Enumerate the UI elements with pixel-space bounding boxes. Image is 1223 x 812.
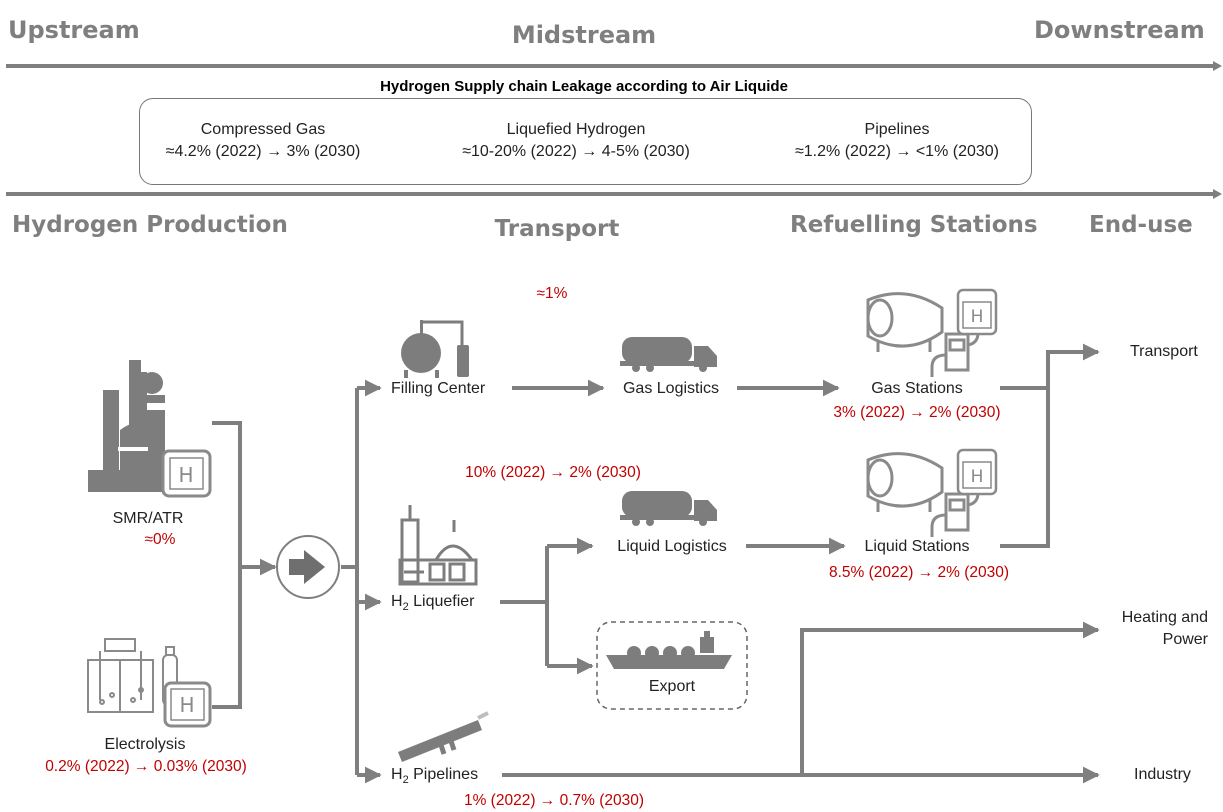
svg-text:H: H xyxy=(178,463,193,487)
liquefier-rest: Liquefier xyxy=(408,593,475,610)
tanker-truck-icon xyxy=(620,491,717,526)
section-enduse: End-use xyxy=(1089,212,1193,238)
enduse-industry-label: Industry xyxy=(1134,766,1191,783)
stage-upstream: Upstream xyxy=(8,16,140,44)
flow-lines xyxy=(212,343,1100,784)
leak-summary-liquefied: Liquefied Hydrogen ≈10-20% (2022) → 4-5%… xyxy=(462,119,690,163)
hydrogen-badge-icon: H xyxy=(956,448,998,496)
filling-center-label: Filling Center xyxy=(391,380,486,397)
tanker-truck-icon xyxy=(620,337,717,372)
summary-value: ≈4.2% (2022) → 3% (2030) xyxy=(165,143,361,160)
pipelines-sub: 2 xyxy=(402,774,409,787)
svg-text:H: H xyxy=(971,307,984,327)
heating-line1: Heating and xyxy=(1121,609,1208,626)
filling-center-leak: ≈1% xyxy=(536,285,568,302)
summary-value: ≈1.2% (2022) → <1% (2030) xyxy=(795,143,999,160)
leakage-summary-box xyxy=(139,98,1032,185)
production-collector-line xyxy=(212,421,242,709)
banner-title: Hydrogen Supply chain Leakage according … xyxy=(380,78,788,95)
stage-midstream: Midstream xyxy=(511,21,657,49)
summary-name: Pipelines xyxy=(864,121,930,138)
summary-name: Compressed Gas xyxy=(200,121,326,138)
smr-leak: ≈0% xyxy=(144,531,176,548)
svg-text:H: H xyxy=(971,467,984,487)
to-heating-arrow xyxy=(800,621,1100,775)
gas-stations-leak: 3% (2022) → 2% (2030) xyxy=(833,404,1001,421)
circle-arrow-icon xyxy=(276,535,340,599)
hydrogen-badge-icon: H xyxy=(163,681,212,728)
summary-value: ≈10-20% (2022) → 4-5% (2030) xyxy=(462,143,690,160)
liquefier-leak: 10% (2022) → 2% (2030) xyxy=(465,464,641,481)
export-label: Export xyxy=(648,678,696,695)
electrolysis-leak: 0.2% (2022) → 0.03% (2030) xyxy=(45,758,247,775)
pipelines-rest: Pipelines xyxy=(408,766,479,783)
lng-ship-icon xyxy=(596,621,748,710)
pipelines-leak: 1% (2022) → 0.7% (2030) xyxy=(463,792,645,809)
to-enduse-transport-arrow xyxy=(1000,343,1100,548)
stage-rules xyxy=(6,61,1222,199)
electrolysis-label: Electrolysis xyxy=(104,736,186,753)
liquid-logistics-label: Liquid Logistics xyxy=(617,538,727,555)
gasst-out-line xyxy=(1000,352,1050,390)
stage-downstream: Downstream xyxy=(1034,16,1205,44)
liquefier-sub: 2 xyxy=(402,601,409,614)
liquefier-h: H xyxy=(391,593,403,610)
section-production: Hydrogen Production xyxy=(12,212,288,238)
liquefaction-plant-icon xyxy=(398,505,478,586)
gas-logistics-label: Gas Logistics xyxy=(622,380,720,397)
heating-line2: Power xyxy=(1162,631,1208,648)
liquid-stations-label: Liquid Stations xyxy=(864,538,970,555)
mid-rule-arrow xyxy=(1213,189,1222,199)
pipelines-h: H xyxy=(391,766,403,783)
liquefier-label: H2 Liquefier xyxy=(391,593,475,613)
refuel-station-icon xyxy=(866,452,980,537)
pressure-tank-icon xyxy=(401,320,469,378)
gas-stations-label: Gas Stations xyxy=(871,380,963,397)
top-rule-arrow xyxy=(1213,61,1222,71)
industrial-plant-icon xyxy=(88,360,168,492)
hydrogen-badge-icon: H xyxy=(161,449,212,498)
section-refuelling: Refuelling Stations xyxy=(790,212,1038,238)
liquid-stations-leak: 8.5% (2022) → 2% (2030) xyxy=(828,564,1010,581)
pipeline-icon xyxy=(398,711,489,762)
enduse-transport-label: Transport xyxy=(1130,343,1198,360)
smr-label: SMR/ATR xyxy=(112,510,184,527)
leak-summary-pipelines: Pipelines ≈1.2% (2022) → <1% (2030) xyxy=(795,119,999,163)
hydrogen-badge-icon: H xyxy=(956,288,998,336)
enduse-heating-label: Heating and Power xyxy=(1116,607,1208,651)
svg-text:H: H xyxy=(179,693,194,717)
summary-name: Liquefied Hydrogen xyxy=(506,121,646,138)
pipelines-label: H2 Pipelines xyxy=(391,766,478,786)
leak-summary-compressed: Compressed Gas ≈4.2% (2022) → 3% (2030) xyxy=(166,119,361,163)
section-transport: Transport xyxy=(494,216,620,242)
